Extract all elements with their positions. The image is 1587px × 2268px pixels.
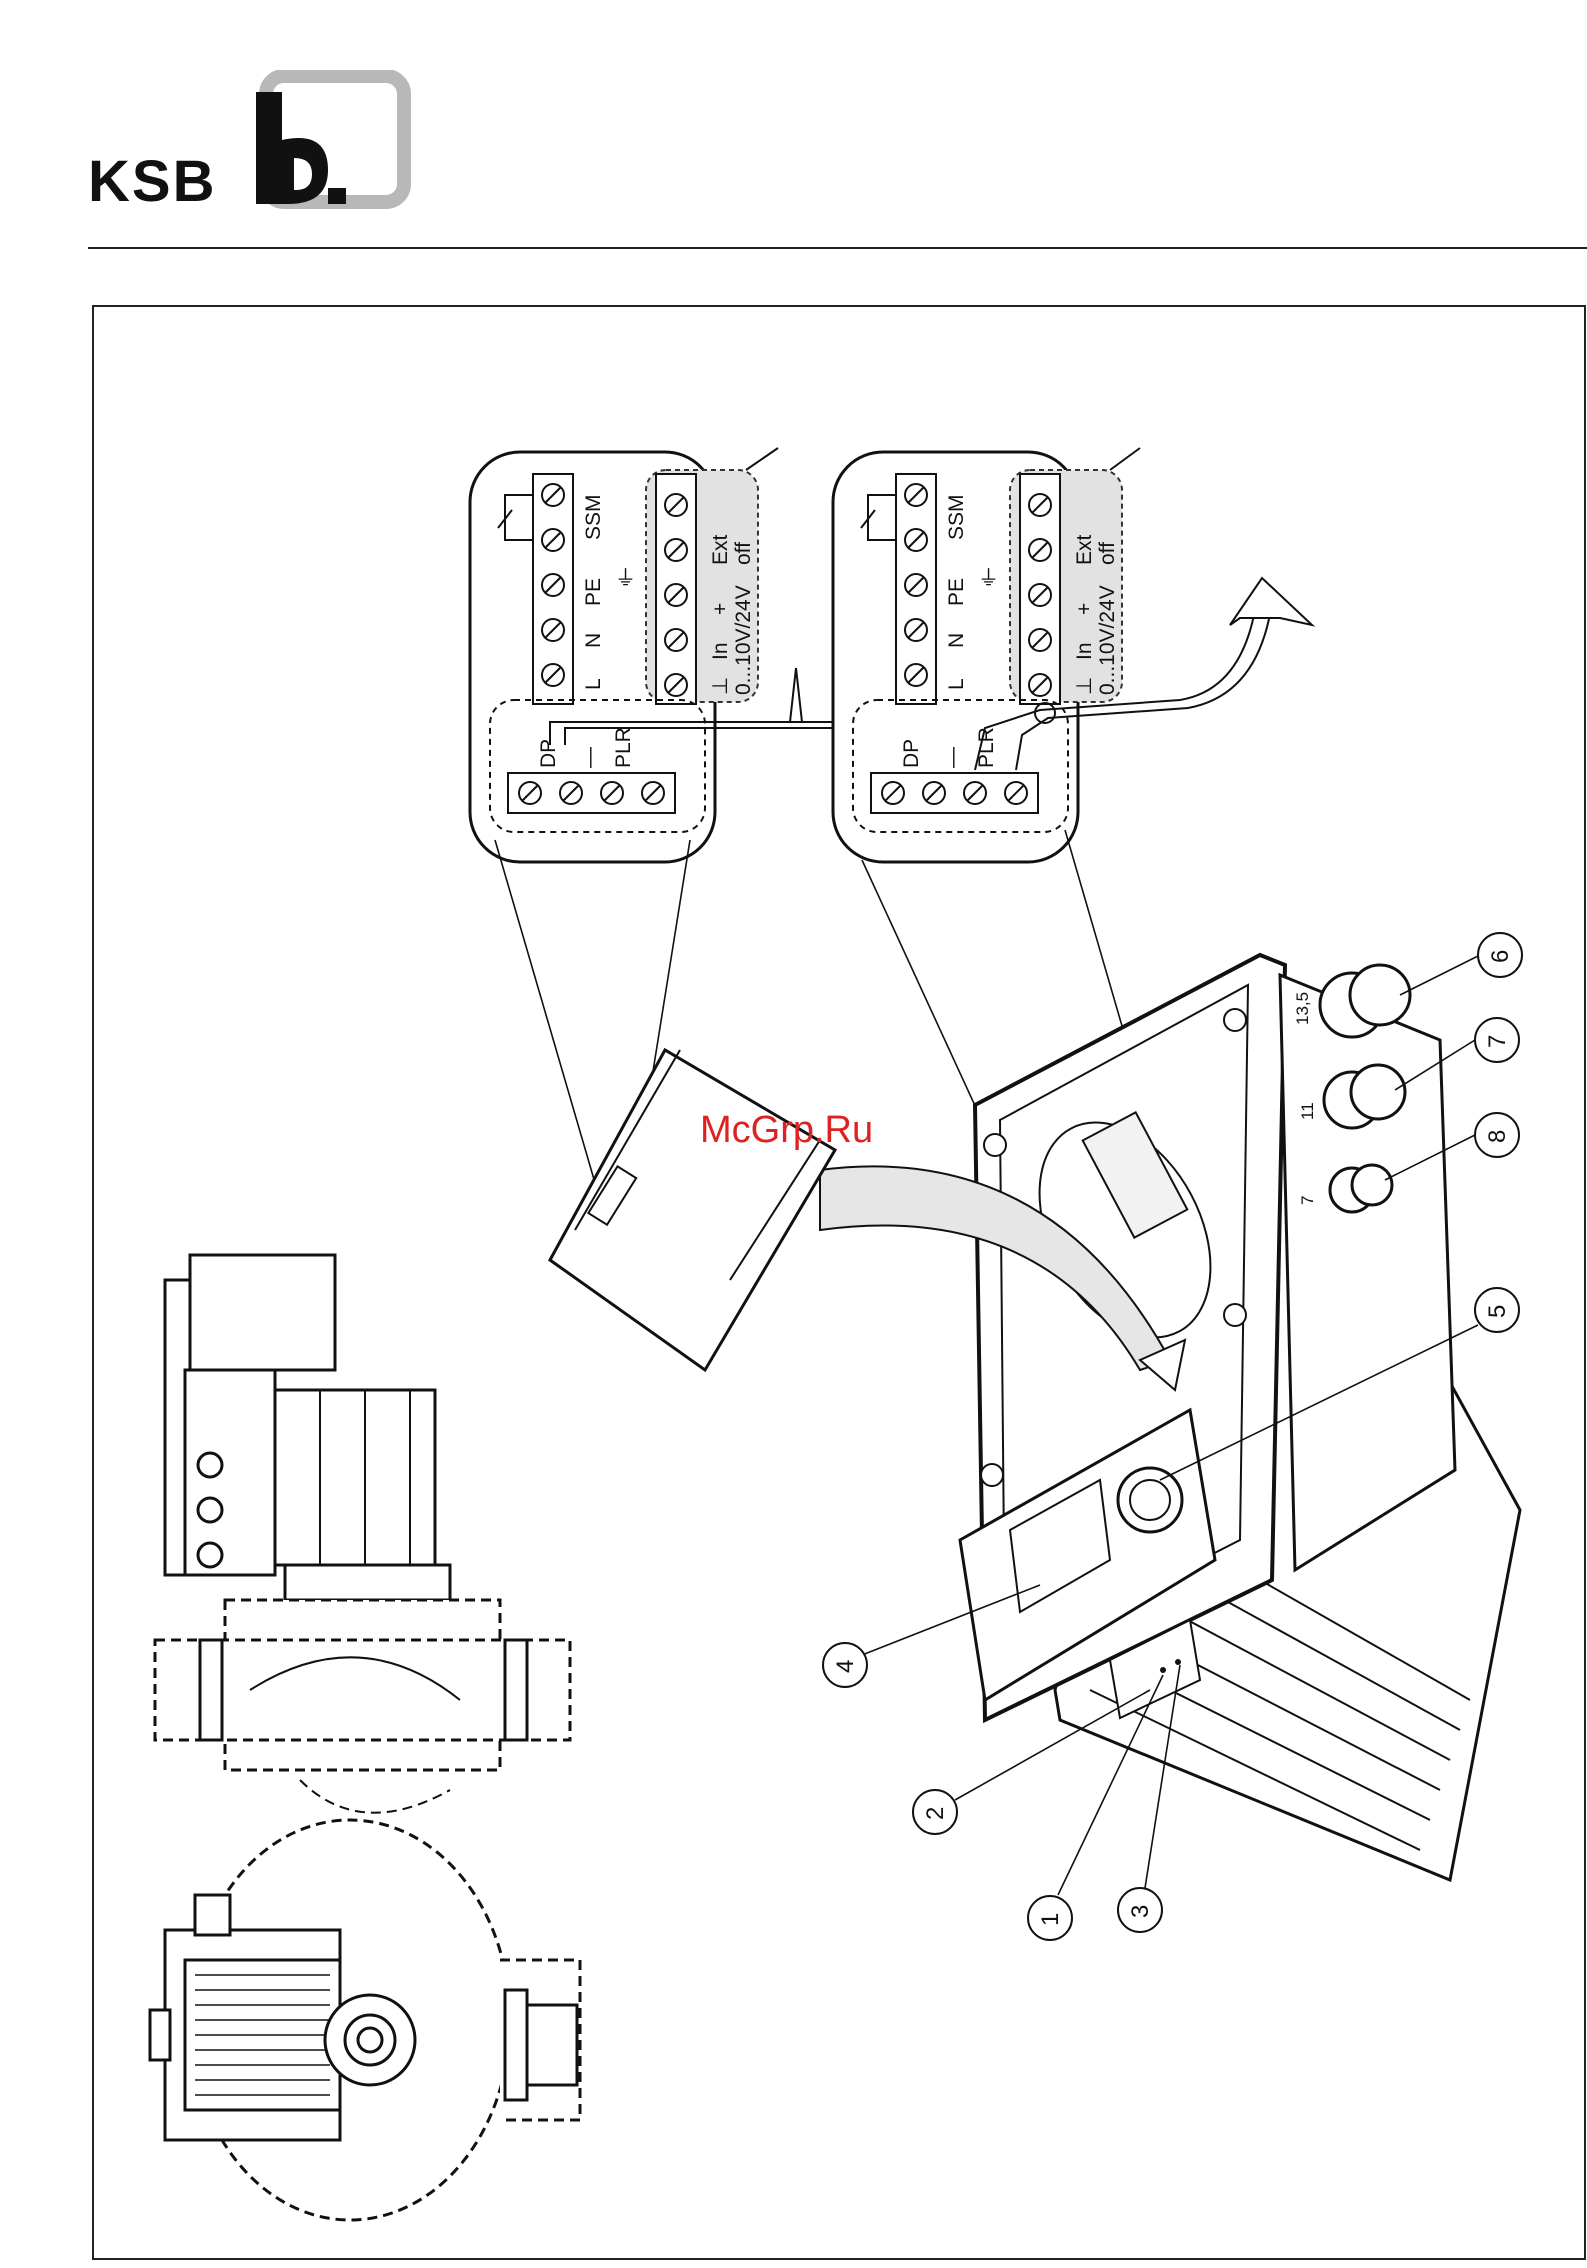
label-SSM-left: SSM xyxy=(582,494,605,540)
label-range-left: 0...10V/24V xyxy=(732,585,755,695)
callout-1: 1 xyxy=(1037,1913,1064,1926)
label-N-right: N xyxy=(945,633,968,648)
label-L-left: L xyxy=(582,678,605,690)
label-L-right: L xyxy=(945,678,968,690)
label-DP-left: DP xyxy=(537,739,560,768)
setpoint-knob-icon xyxy=(1118,1468,1182,1532)
label-plus-right: + xyxy=(1073,603,1096,615)
gland-size-13-5: 13,5 xyxy=(1293,992,1312,1025)
label-off-left: off xyxy=(732,542,755,565)
label-in-left: In xyxy=(709,642,732,660)
label-gnd-left: ⊥ xyxy=(709,677,732,695)
label-range-right: 0...10V/24V xyxy=(1096,585,1119,695)
callout-3: 3 xyxy=(1127,1905,1154,1918)
label-PLR-left: PLR xyxy=(612,727,635,768)
cable-direction-arrow-icon xyxy=(1230,578,1312,625)
label-dash-right: — xyxy=(941,747,964,768)
label-gnd-right: ⊥ xyxy=(1073,677,1096,695)
control-unit: 13,5 11 7 xyxy=(960,955,1520,1880)
label-PE-left: PE xyxy=(582,578,605,606)
label-dash-left: — xyxy=(578,747,601,768)
label-PE-right: PE xyxy=(945,578,968,606)
label-in-right: In xyxy=(1073,642,1096,660)
plug-connector xyxy=(550,1050,835,1370)
ground-symbol-right: ⏚ xyxy=(978,567,999,590)
callout-4: 4 xyxy=(832,1660,859,1673)
label-PLR-right: PLR xyxy=(975,727,998,768)
watermark-text: McGrp.Ru xyxy=(700,1109,873,1151)
label-off-right: off xyxy=(1096,542,1119,565)
pump-front-view xyxy=(150,1820,580,2220)
callout-2: 2 xyxy=(922,1807,949,1820)
label-DP-right: DP xyxy=(900,739,923,768)
callout-8: 8 xyxy=(1484,1130,1511,1143)
callout-7: 7 xyxy=(1484,1035,1511,1048)
label-ext-left: Ext xyxy=(709,534,732,565)
ground-symbol-left: ⏚ xyxy=(615,567,636,590)
callout-6: 6 xyxy=(1487,950,1514,963)
gland-size-7: 7 xyxy=(1298,1196,1317,1205)
callout-5: 5 xyxy=(1484,1305,1511,1318)
label-SSM-right: SSM xyxy=(945,494,968,540)
label-N-left: N xyxy=(582,633,605,648)
terminal-detail-right: L N PE SSM ⏚ ⊥ In + Ext 0...10V/24V off … xyxy=(833,448,1312,862)
label-plus-left: + xyxy=(709,603,732,615)
label-ext-right: Ext xyxy=(1073,534,1096,565)
gland-size-11: 11 xyxy=(1298,1102,1317,1120)
pump-side-view xyxy=(155,1255,570,1813)
